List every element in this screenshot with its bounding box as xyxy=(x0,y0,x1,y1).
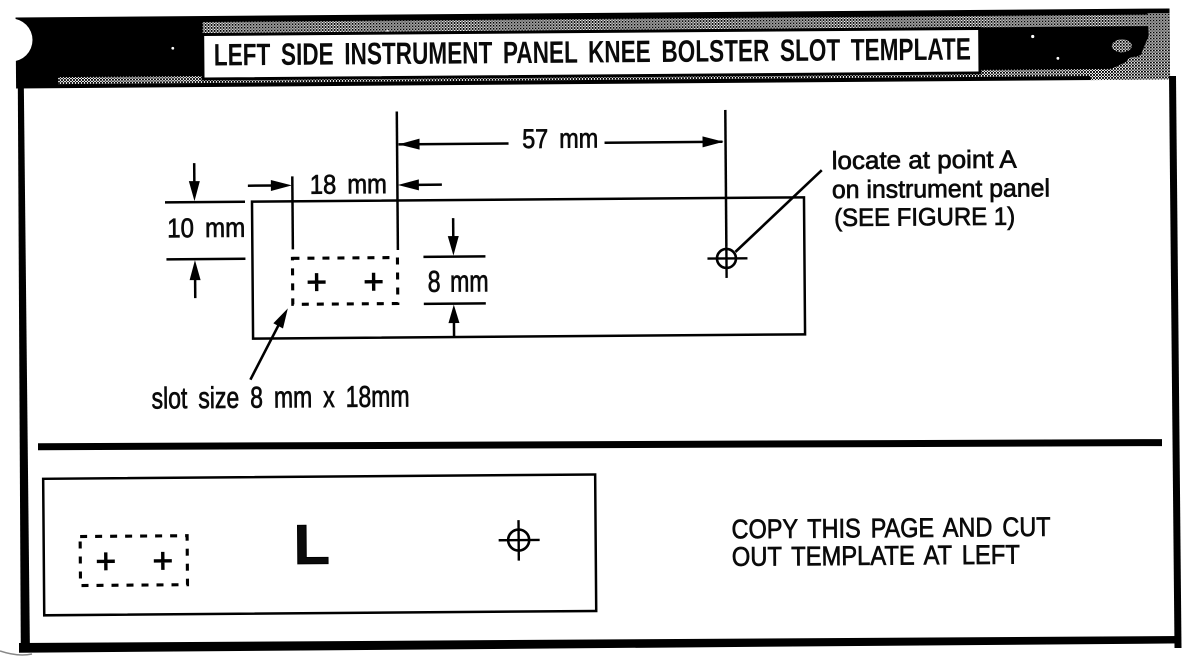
svg-text:LEFT SIDE INSTRUMENT PANEL KNE: LEFT SIDE INSTRUMENT PANEL KNEE BOLSTER … xyxy=(214,32,971,73)
svg-text:locate at point A: locate at point A xyxy=(832,146,1018,175)
svg-text:10 mm: 10 mm xyxy=(167,213,245,244)
svg-text:L: L xyxy=(293,513,329,576)
svg-text:OUT TEMPLATE AT LEFT: OUT TEMPLATE AT LEFT xyxy=(732,540,1020,572)
svg-text:on instrument panel: on instrument panel xyxy=(832,174,1050,204)
svg-text:slot size 8 mm x 18mm: slot size 8 mm x 18mm xyxy=(151,380,409,415)
svg-text:57 mm: 57 mm xyxy=(522,123,598,154)
svg-text:COPY THIS PAGE AND CUT: COPY THIS PAGE AND CUT xyxy=(731,512,1050,545)
svg-text:18 mm: 18 mm xyxy=(310,169,387,200)
svg-text:8 mm: 8 mm xyxy=(428,265,489,298)
svg-text:(SEE FIGURE 1): (SEE FIGURE 1) xyxy=(834,203,1015,232)
